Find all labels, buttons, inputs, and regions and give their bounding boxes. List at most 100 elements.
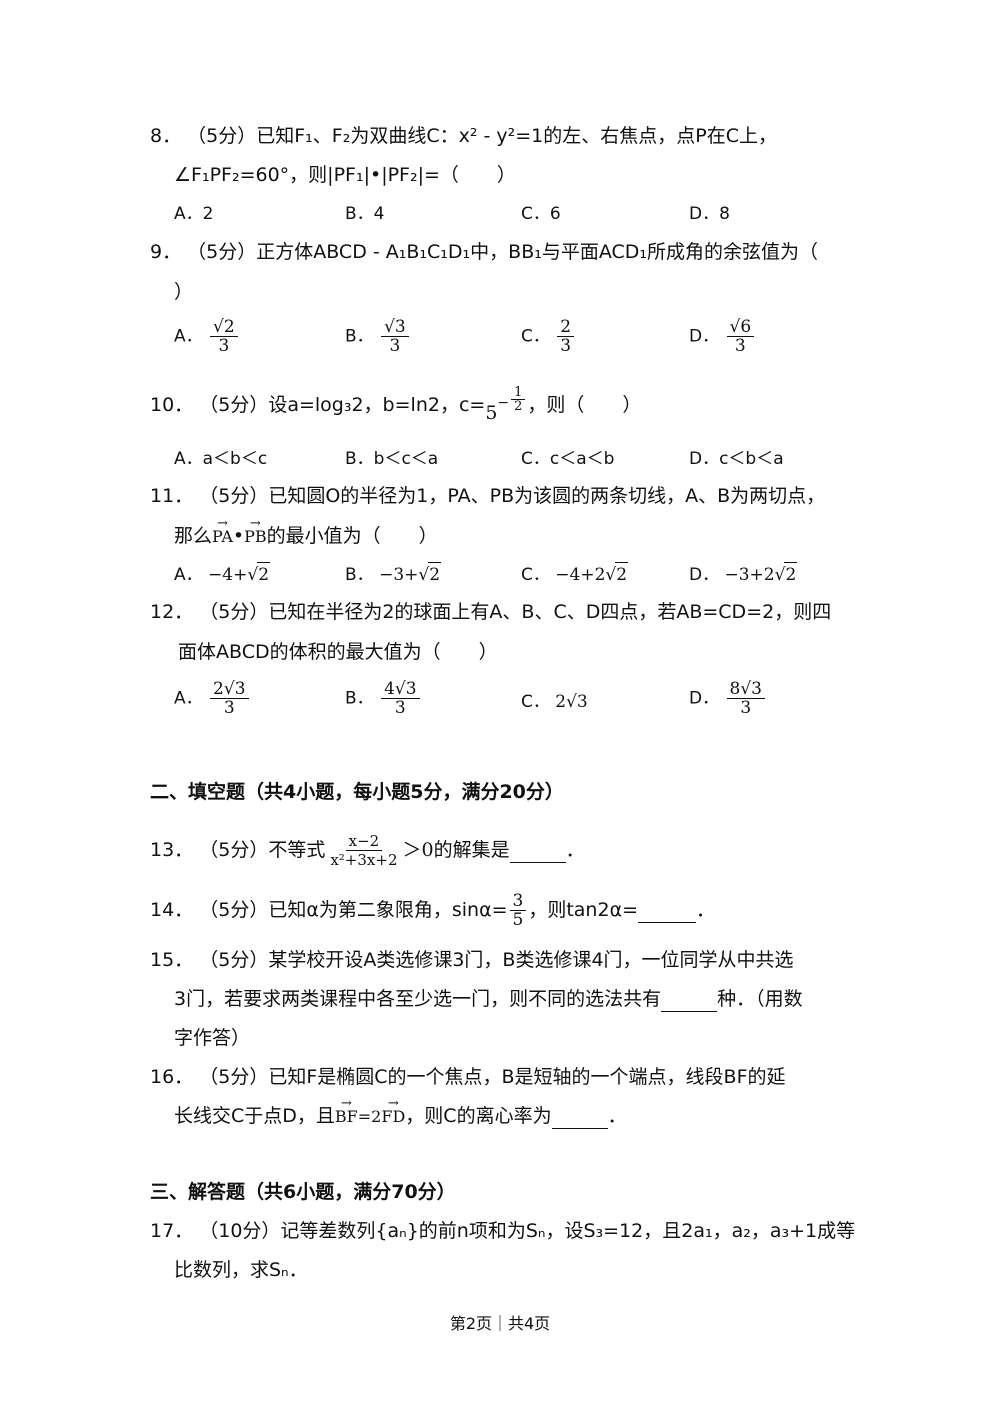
question-11-option-b: B． −3+√2: [345, 562, 442, 587]
question-15-line-2: 3门，若要求两类课程中各至少选一门，则不同的选法共有 种．（用数: [174, 987, 803, 1012]
option-expression: −4+2: [555, 565, 606, 585]
question-stem: （5分）已知α为第二象限角，sinα=: [199, 899, 508, 921]
exponent-sign: −: [497, 395, 510, 411]
question-8-line-2: ∠F₁PF₂=60°，则|PF₁|•|PF₂|=（ ）: [174, 163, 516, 187]
question-stem: ，则tan2α=: [528, 899, 639, 921]
question-8-line-1: 8． （5分）已知F₁、F₂为双曲线C：x² - y²=1的左、右焦点，点P在C…: [150, 124, 777, 148]
question-stem: 面体ABCD的体积的最大值为（ ）: [178, 641, 498, 663]
question-stem: 的解集是: [433, 839, 510, 861]
option-label: B．: [345, 326, 374, 347]
option-label: D．: [689, 326, 720, 347]
question-number: 16．: [150, 1066, 194, 1088]
answer-blank[interactable]: [638, 898, 697, 923]
question-stem: 字作答）: [174, 1027, 251, 1049]
question-9-line-1: 9． （5分）正方体ABCD - A₁B₁C₁D₁中，BB₁与平面ACD₁所成角…: [150, 240, 818, 264]
question-12-option-c: C． 2√3: [521, 690, 588, 714]
question-stem: 3门，若要求两类课程中各至少选一门，则不同的选法共有: [174, 988, 662, 1010]
question-8-option-d: D．8: [689, 204, 730, 224]
question-stem: （5分）已知F₁、F₂为双曲线C：x² - y²=1的左、右焦点，点P在C上，: [187, 125, 777, 147]
answer-blank[interactable]: [509, 838, 566, 863]
page-footer: 第2页｜共4页: [449, 1314, 551, 1333]
question-number: 12．: [150, 601, 194, 623]
question-number: 17．: [150, 1220, 194, 1242]
inequality-relation: ＞0: [402, 839, 434, 861]
option-label: D．: [689, 565, 720, 585]
question-10-option-b: B．b＜c＜a: [345, 449, 439, 469]
answer-blank[interactable]: [661, 987, 718, 1012]
question-12-line-1: 12． （5分）已知在半径为2的球面上有A、B、C、D四点，若AB=CD=2，则…: [150, 600, 831, 624]
vector-fd: FD: [381, 1092, 405, 1129]
question-15-line-1: 15． （5分）某学校开设A类选修课3门，B类选修课4门，一位同学从中共选: [150, 948, 794, 972]
vector-bf: BF: [335, 1092, 358, 1129]
question-number: 14．: [150, 899, 194, 921]
option-expression: 2√3: [555, 692, 588, 712]
question-11-line-2: 那么PA•PB的最小值为（ ）: [174, 512, 438, 549]
question-stem: （5分）设a=log₃2，b=ln2，c=: [199, 394, 486, 416]
question-16-line-1: 16． （5分）已知F是椭圆C的一个焦点，B是短轴的一个端点，线段BF的延: [150, 1065, 786, 1089]
question-8-option-b: B．4: [345, 204, 385, 224]
question-stem: （5分）已知在半径为2的球面上有A、B、C、D四点，若AB=CD=2，则四: [199, 601, 832, 623]
question-10-option-d: D．c＜b＜a: [689, 449, 784, 469]
sentence-end: ．: [607, 1105, 627, 1127]
radicand: 2: [615, 562, 629, 587]
sqrt-sign: √: [605, 565, 617, 585]
question-stem: ∠F₁PF₂=60°，则|PF₁|•|PF₂|=（ ）: [174, 164, 516, 186]
question-stem: ，则C的离心率为: [405, 1105, 552, 1127]
question-stem: 种．（用数: [717, 988, 803, 1010]
question-stem: （5分）不等式: [199, 839, 326, 861]
question-number: 8．: [150, 125, 182, 147]
question-15-line-3: 字作答）: [174, 1026, 250, 1050]
section-heading-fill-in: 二、填空题（共4小题，每小题5分，满分20分）: [150, 781, 564, 803]
question-stem: 的最小值为（ ）: [266, 525, 438, 547]
question-11-option-d: D． −3+2√2: [689, 562, 798, 587]
question-17-line-2: 比数列，求Sₙ．: [174, 1258, 308, 1282]
question-stem: ，则（ ）: [527, 394, 642, 416]
answer-blank[interactable]: [551, 1104, 608, 1129]
question-stem: （5分）已知圆O的半径为1，PA、PB为该圆的两条切线，A、B为两切点，: [199, 485, 826, 507]
question-10-option-a: A．a＜b＜c: [174, 449, 268, 469]
option-label: D．: [689, 688, 720, 709]
question-11-line-1: 11． （5分）已知圆O的半径为1，PA、PB为该圆的两条切线，A、B为两切点，: [150, 484, 825, 508]
question-12-line-2: 面体ABCD的体积的最大值为（ ）: [178, 640, 498, 664]
power-base: 5: [485, 402, 498, 424]
question-stem: 比数列，求Sₙ．: [174, 1259, 308, 1281]
question-stem: 长线交C于点D，且: [174, 1105, 335, 1127]
question-stem: （5分）正方体ABCD - A₁B₁C₁D₁中，BB₁与平面ACD₁所成角的余弦…: [187, 241, 819, 263]
question-stem: （5分）已知F是椭圆C的一个焦点，B是短轴的一个端点，线段BF的延: [199, 1066, 786, 1088]
radicand: 2: [257, 562, 271, 587]
question-10-option-c: C．c＜a＜b: [521, 449, 615, 469]
question-9-line-2: ）: [174, 280, 193, 304]
dot-operator: •: [232, 525, 245, 547]
question-8-option-c: C．6: [521, 204, 561, 224]
option-label: A．: [174, 565, 203, 585]
question-11-option-a: A． −4+√2: [174, 562, 271, 587]
sqrt-sign: √: [418, 565, 430, 585]
question-stem: （5分）某学校开设A类选修课3门，B类选修课4门，一位同学从中共选: [199, 949, 794, 971]
option-expression: −3+2: [724, 565, 775, 585]
option-expression: −3+: [379, 565, 419, 585]
sentence-end: ．: [696, 899, 716, 921]
question-11-option-c: C． −4+2√2: [521, 562, 629, 587]
vector-pa: PA: [212, 512, 233, 549]
vector-equation: =2: [357, 1107, 382, 1126]
question-17-line-1: 17． （10分）记等差数列{aₙ}的前n项和为Sₙ，设S₃=12，且2a₁，a…: [150, 1219, 855, 1243]
option-expression: −4+: [208, 565, 248, 585]
option-label: C．: [521, 326, 550, 347]
option-label: A．: [174, 688, 203, 709]
